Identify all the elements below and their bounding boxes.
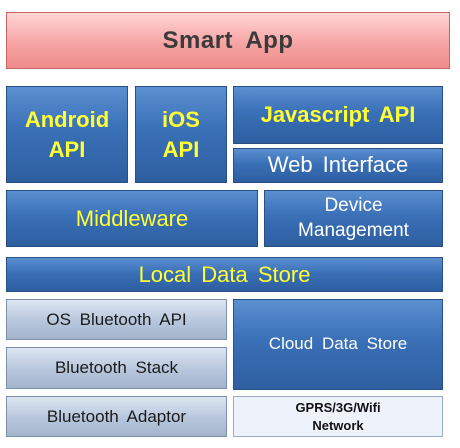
device-management-label: Device Management (298, 194, 409, 241)
javascript-api-label: Javascript API (260, 102, 416, 128)
ios-api-block: iOS API (135, 86, 227, 183)
ios-api-label: iOS API (162, 106, 200, 162)
middleware-label: Middleware (75, 205, 189, 231)
os-bluetooth-api-label: OS Bluetooth API (46, 309, 187, 329)
bluetooth-stack-label: Bluetooth Stack (54, 358, 179, 377)
web-interface-block: Web Interface (233, 148, 443, 183)
middleware-block: Middleware (6, 190, 258, 247)
local-data-store-layer: Local Data Store (6, 257, 443, 292)
bluetooth-adaptor-label: Bluetooth Adaptor (46, 406, 187, 426)
cloud-data-store-label: Cloud Data Store (268, 334, 408, 354)
network-label: GPRS/3G/Wifi Network (295, 399, 381, 433)
local-data-store-label: Local Data Store (138, 261, 311, 287)
os-bluetooth-api-block: OS Bluetooth API (6, 299, 227, 340)
cloud-data-store-block: Cloud Data Store (233, 299, 443, 390)
javascript-api-block: Javascript API (233, 86, 443, 144)
network-block: GPRS/3G/Wifi Network (233, 396, 443, 437)
android-api-label: Android API (24, 106, 110, 162)
bluetooth-stack-block: Bluetooth Stack (6, 347, 227, 389)
smart-app-label: Smart App (162, 26, 294, 54)
device-management-block: Device Management (264, 190, 443, 247)
android-api-block: Android API (6, 86, 128, 183)
smart-app-layer: Smart App (6, 12, 450, 69)
web-interface-label: Web Interface (267, 152, 409, 178)
bluetooth-adaptor-block: Bluetooth Adaptor (6, 396, 227, 437)
